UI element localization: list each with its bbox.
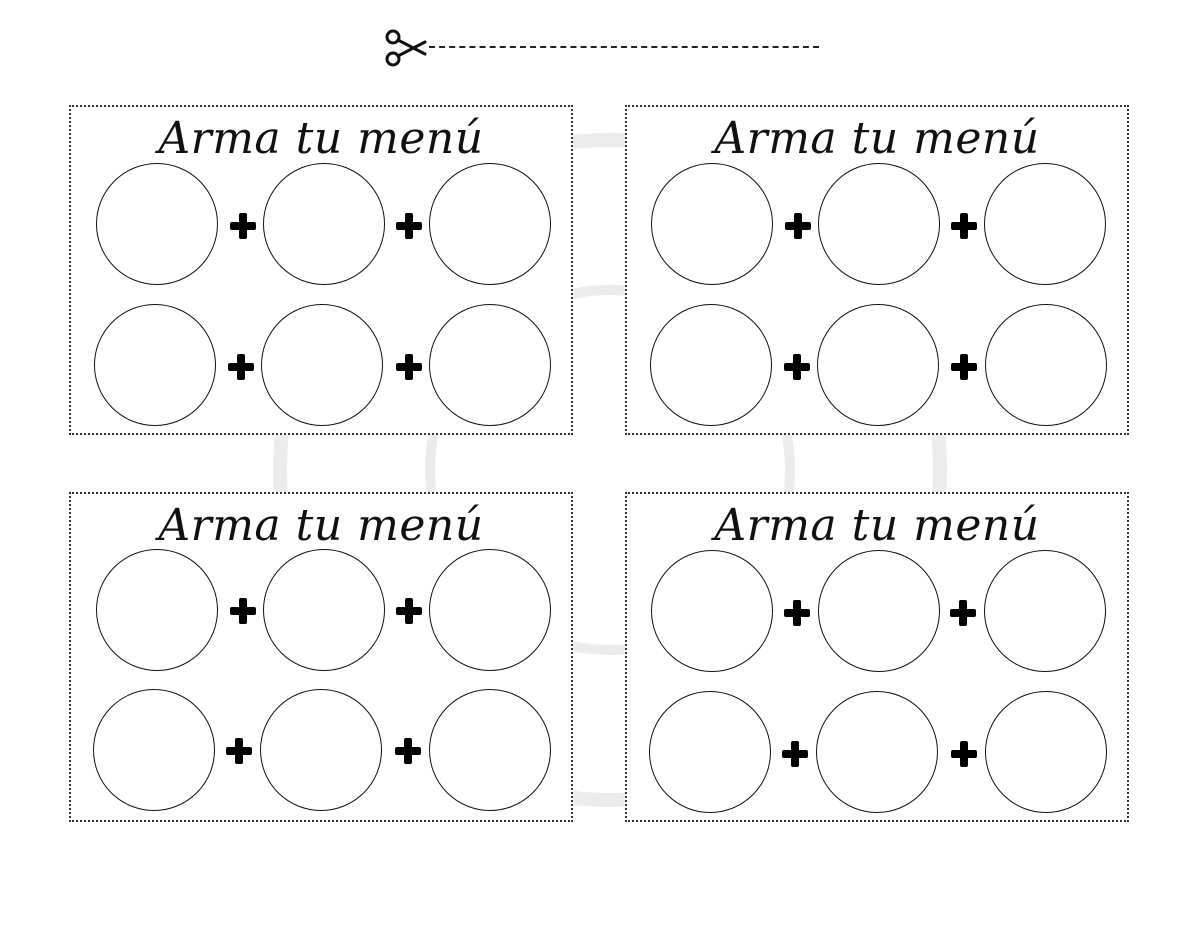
menu-card: Arma tu menú	[69, 492, 573, 822]
plus-icon	[396, 213, 422, 239]
food-circle	[816, 691, 938, 813]
plus-icon	[396, 354, 422, 380]
plus-icon	[784, 600, 810, 626]
cut-dashed-line	[429, 46, 819, 48]
menu-card: Arma tu menú	[625, 492, 1129, 822]
food-circle	[429, 163, 551, 285]
cut-guide	[383, 28, 823, 68]
food-circle	[985, 691, 1107, 813]
food-circle	[429, 689, 551, 811]
plus-icon	[228, 354, 254, 380]
menu-card: Arma tu menú	[69, 105, 573, 435]
plus-icon	[951, 354, 977, 380]
food-circle	[650, 304, 772, 426]
food-circle	[984, 163, 1106, 285]
plus-icon	[785, 213, 811, 239]
food-circle	[818, 163, 940, 285]
scissors-icon	[385, 29, 427, 67]
plus-icon	[782, 741, 808, 767]
food-circle	[263, 549, 385, 671]
plus-icon	[784, 354, 810, 380]
food-circle	[429, 304, 551, 426]
food-circle	[984, 550, 1106, 672]
food-circle	[96, 549, 218, 671]
food-circle	[94, 304, 216, 426]
food-circle	[651, 550, 773, 672]
card-title: Arma tu menú	[158, 113, 484, 164]
food-circle	[93, 689, 215, 811]
plus-icon	[950, 600, 976, 626]
plus-icon	[226, 738, 252, 764]
card-title: Arma tu menú	[158, 500, 484, 551]
card-title: Arma tu menú	[714, 113, 1040, 164]
plus-icon	[951, 741, 977, 767]
food-circle	[261, 304, 383, 426]
food-circle	[818, 550, 940, 672]
plus-icon	[230, 598, 256, 624]
food-circle	[260, 689, 382, 811]
food-circle	[429, 549, 551, 671]
food-circle	[649, 691, 771, 813]
plus-icon	[395, 738, 421, 764]
food-circle	[817, 304, 939, 426]
card-title: Arma tu menú	[714, 500, 1040, 551]
food-circle	[263, 163, 385, 285]
food-circle	[651, 163, 773, 285]
food-circle	[985, 304, 1107, 426]
plus-icon	[396, 598, 422, 624]
plus-icon	[230, 213, 256, 239]
food-circle	[96, 163, 218, 285]
plus-icon	[951, 213, 977, 239]
menu-card: Arma tu menú	[625, 105, 1129, 435]
